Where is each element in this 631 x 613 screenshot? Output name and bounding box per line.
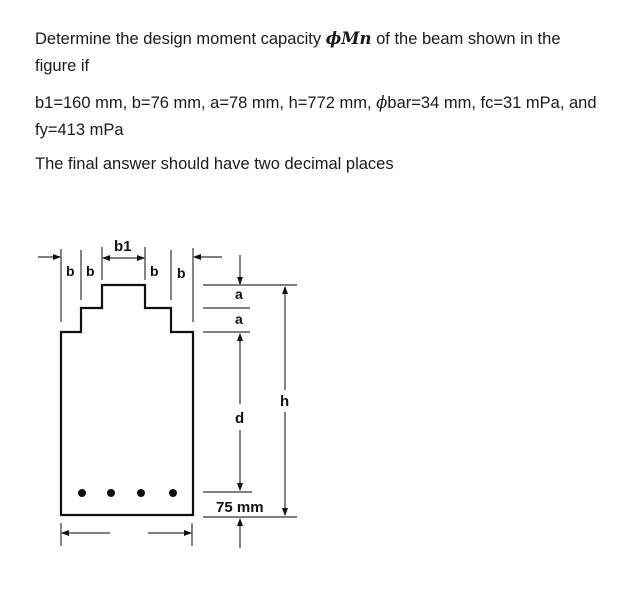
question-prefix: Determine the design moment capacity [35, 30, 326, 48]
label-b-left-inner: b [86, 263, 95, 279]
bottom-width-dimension [60, 523, 193, 546]
label-d: d [235, 410, 244, 427]
instruction-text: The final answer should have two decimal… [35, 155, 394, 173]
rebar-dot [78, 489, 86, 497]
label-b-right-outer: b [177, 265, 186, 281]
question-text: Determine the design moment capacity ϕMn… [35, 25, 605, 80]
label-a-bottom: a [235, 311, 243, 327]
label-cover-75mm: 75 mm [216, 499, 264, 516]
right-dimension-lines [203, 255, 297, 548]
given-values-part2: bar=34 mm, fc=31 mPa, and fy=413 mPa [35, 94, 597, 139]
rebar-group [78, 489, 177, 497]
given-values: b1=160 mm, b=76 mm, a=78 mm, h=772 mm, ϕ… [35, 89, 605, 144]
label-b-right-inner: b [150, 263, 159, 279]
label-a-top: a [235, 286, 243, 302]
given-values-part1: b1=160 mm, b=76 mm, a=78 mm, h=772 mm, [35, 94, 377, 112]
rebar-dot [107, 489, 115, 497]
mn-symbol: Mn [341, 29, 372, 48]
label-b1: b1 [114, 238, 132, 255]
phi-bar-symbol: ϕ [376, 93, 388, 112]
question-suffix: of the beam shown in the figure if [35, 30, 561, 75]
phi-symbol: ϕ [325, 29, 342, 48]
label-h: h [280, 393, 289, 410]
rebar-dot [137, 489, 145, 497]
top-dimension-lines [38, 247, 222, 322]
rebar-dot [169, 489, 177, 497]
beam-outline [59, 283, 195, 517]
label-b-left-outer: b [66, 263, 75, 279]
